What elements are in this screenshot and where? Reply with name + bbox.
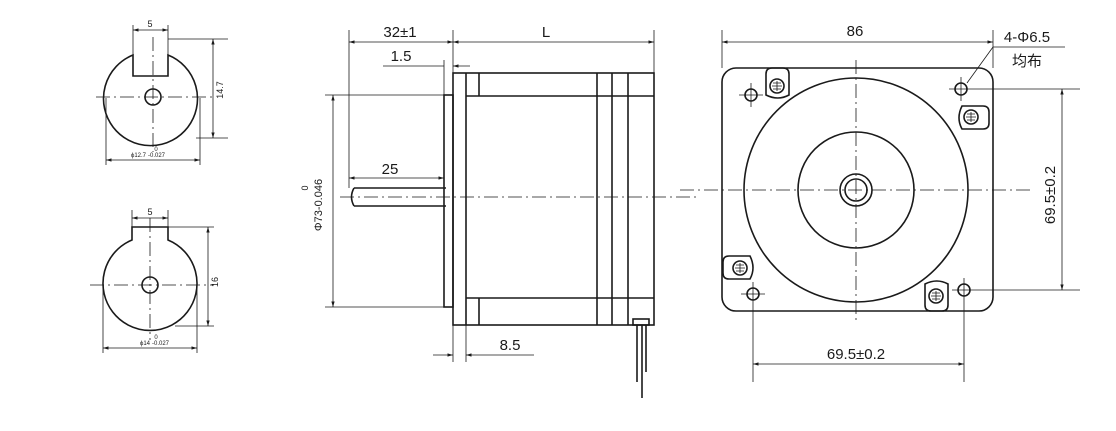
- mounting-hole-bl: [741, 282, 765, 306]
- shaft-a-flat-height: 14.7: [215, 81, 225, 99]
- motor-side-view: 32±1 L 1.5 25 0 Φ73-0.046 8.5: [300, 24, 698, 398]
- side-pilot: [443, 94, 454, 308]
- screw-right: [958, 105, 990, 130]
- side-pilot-diameter: Φ73-0.046: [313, 179, 325, 231]
- shaft-section-b: 5 16 0 ϕ14 -0.027: [90, 207, 220, 353]
- screw-top: [765, 67, 790, 99]
- motor-front-view: 86 4-Φ6.5 均布 69.5±0.2 69.5±0.2: [680, 23, 1080, 382]
- front-holes-note: 均布: [1012, 52, 1042, 70]
- shaft-b-profile: [102, 226, 198, 332]
- shaft-b-flat-height: 16: [210, 277, 220, 287]
- mounting-hole-tl: [739, 83, 763, 107]
- side-shaft-length: 32±1: [383, 24, 416, 41]
- mounting-hole-br: [952, 278, 976, 302]
- side-lead-offset: 8.5: [500, 337, 521, 354]
- front-hole-spacing-v: 69.5±0.2: [1042, 166, 1059, 224]
- shaft-b-diameter: ϕ14: [140, 341, 151, 347]
- shaft-b-key-width: 5: [147, 207, 152, 217]
- front-holes-spec: 4-Φ6.5: [1004, 29, 1050, 46]
- shaft-b-tol-lower: -0.027: [152, 341, 170, 347]
- screw-bottom: [924, 280, 949, 312]
- mounting-hole-tr: [949, 77, 973, 101]
- front-hole-spacing-h: 69.5±0.2: [827, 346, 885, 363]
- front-flange: [721, 67, 994, 312]
- shaft-b-tol-upper: 0: [154, 335, 158, 341]
- front-flange-width: 86: [847, 23, 864, 40]
- shaft-a-key-width: 5: [147, 19, 152, 29]
- side-shaft-visible: 25: [382, 161, 399, 178]
- shaft-a-tol-upper: 0: [154, 147, 158, 153]
- shaft-a-tol-lower: -0.027: [148, 153, 166, 159]
- shaft-a-profile: [102, 53, 199, 147]
- screw-left: [722, 255, 754, 280]
- shaft-section-a: 5 14.7 0 ϕ12.7 -0.027: [96, 19, 228, 165]
- shaft-a-diameter: ϕ12.7: [131, 153, 147, 159]
- side-body-length: L: [542, 24, 550, 41]
- side-flange-thickness: 1.5: [391, 48, 412, 65]
- side-body: [452, 72, 655, 326]
- side-pilot-tol-upper: 0: [300, 185, 310, 190]
